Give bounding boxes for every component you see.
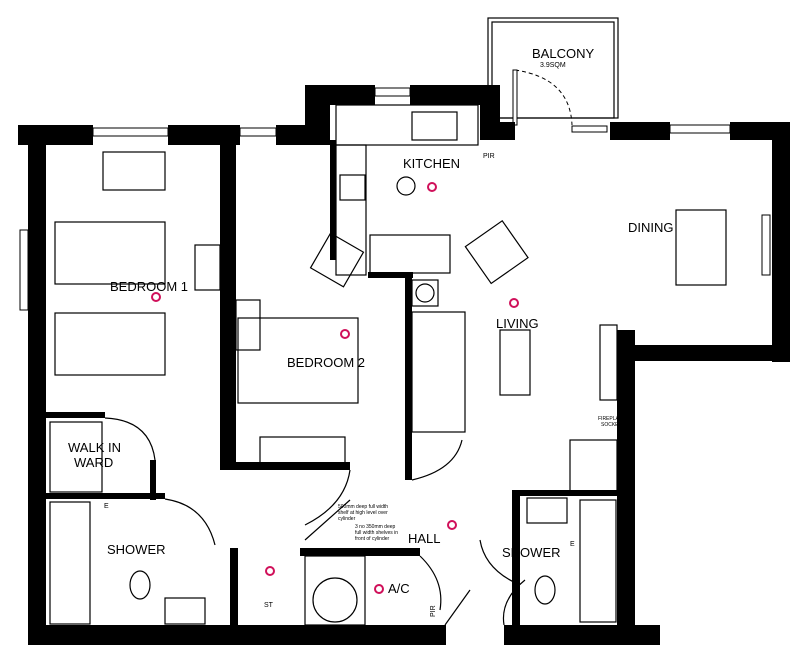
- living-furniture: [411, 209, 727, 496]
- label-fireplace-socket: SOCKET: [601, 422, 622, 428]
- shelves-note-3: front of cylinder: [355, 536, 390, 542]
- bedroom2-furniture: [235, 299, 359, 464]
- label-dining: DINING: [628, 220, 674, 235]
- label-bedroom-1: BEDROOM 1: [110, 279, 188, 294]
- label-walk-in: WALK IN: [68, 440, 121, 455]
- shelf-note-3: cylinder: [338, 516, 356, 522]
- label-pir-kitchen: PIR: [483, 153, 495, 160]
- label-ward: WARD: [74, 455, 113, 470]
- shelf-note-1: 500mm deep full width: [338, 504, 388, 510]
- shelves-note-1: 3 no 350mm deep: [355, 524, 396, 530]
- label-balcony-area: 3.9SQM: [540, 62, 566, 69]
- label-st: ST: [264, 602, 274, 609]
- label-bedroom-2: BEDROOM 2: [287, 355, 365, 370]
- bedroom1-furniture: [49, 151, 221, 493]
- label-balcony: BALCONY: [532, 46, 594, 61]
- label-e-left: E: [104, 503, 109, 510]
- kitchen-units: [309, 104, 479, 307]
- shelf-note-2: shelf at high level over: [338, 510, 388, 516]
- sockets: [151, 182, 519, 594]
- label-shower-right: SHOWER: [502, 545, 561, 560]
- bathroom-fixtures: [49, 497, 617, 625]
- cylinder-cupboard: [304, 555, 366, 626]
- walls: [18, 85, 790, 645]
- label-kitchen: KITCHEN: [403, 156, 460, 171]
- label-e-right: E: [570, 541, 575, 548]
- label-hall: HALL: [408, 531, 441, 546]
- doors: [104, 417, 526, 626]
- label-fireplace: FIREPLACE: [598, 416, 626, 422]
- shelves-note-2: full width shelves in: [355, 530, 398, 536]
- label-pir-hall: PIR: [430, 605, 437, 617]
- windows: [19, 87, 771, 311]
- label-ac: A/C: [388, 581, 410, 596]
- label-living: LIVING: [496, 316, 539, 331]
- balcony: [487, 17, 619, 133]
- label-shower-left: SHOWER: [107, 542, 166, 557]
